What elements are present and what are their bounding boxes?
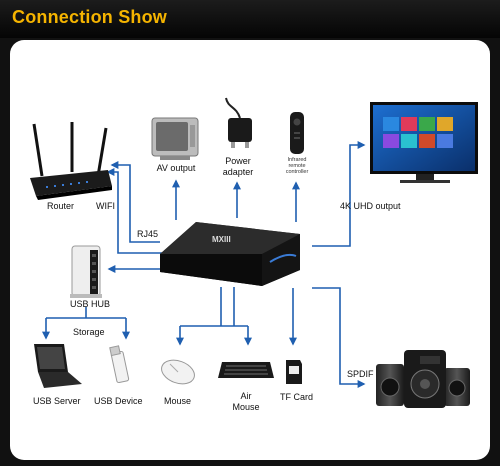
wifi-arrow	[106, 168, 170, 254]
mouse-icon	[161, 359, 195, 385]
remote-label-line2: remote	[288, 163, 306, 169]
speaker-icon	[376, 350, 470, 408]
router-icon	[30, 122, 112, 200]
spdif-label: SPDIF	[347, 369, 374, 379]
uhd-output-label: 4K UHD output	[340, 201, 401, 211]
usb-drive-icon	[109, 345, 130, 384]
remote-control-icon	[290, 112, 304, 154]
device-brand-logo: MXIII	[212, 235, 231, 244]
storage-label: Storage	[73, 327, 105, 337]
tv-box-device	[160, 222, 300, 286]
power-adapter-label-line2: adapter	[222, 167, 254, 177]
spdif-arrow	[312, 287, 366, 388]
usb-hub-label: USB HUB	[70, 299, 111, 309]
tf-card-icon	[286, 360, 302, 384]
power-adapter-icon	[225, 97, 252, 148]
router-label: Router	[47, 201, 75, 211]
av-output-label: AV output	[156, 163, 196, 173]
rj45-label: RJ45	[137, 229, 159, 239]
wifi-label: WIFI	[96, 201, 115, 211]
remote-label-line3: controller	[285, 169, 309, 175]
usb-hub-icon	[70, 245, 102, 298]
remote-label-line1: Infrared	[287, 157, 307, 163]
uhd-output-arrow	[312, 141, 366, 247]
air-mouse-label-line2: Mouse	[232, 402, 260, 412]
power-adapter-label-line1: Power	[225, 156, 251, 166]
mouse-label: Mouse	[164, 396, 192, 406]
laptop-icon	[34, 344, 82, 388]
air-mouse-label-line1: Air	[240, 391, 252, 401]
tf-card-label: TF Card	[280, 392, 314, 402]
connection-arrows	[42, 141, 366, 388]
crt-tv-icon	[151, 117, 199, 160]
usb-device-label: USB Device	[94, 396, 143, 406]
page-title: Connection Show	[12, 7, 167, 27]
header-bar: Connection Show	[0, 0, 500, 38]
keyboard-icon	[218, 362, 274, 378]
router-arrow	[110, 161, 160, 243]
usb-server-label: USB Server	[33, 396, 81, 406]
uhd-tv-icon	[370, 102, 478, 183]
